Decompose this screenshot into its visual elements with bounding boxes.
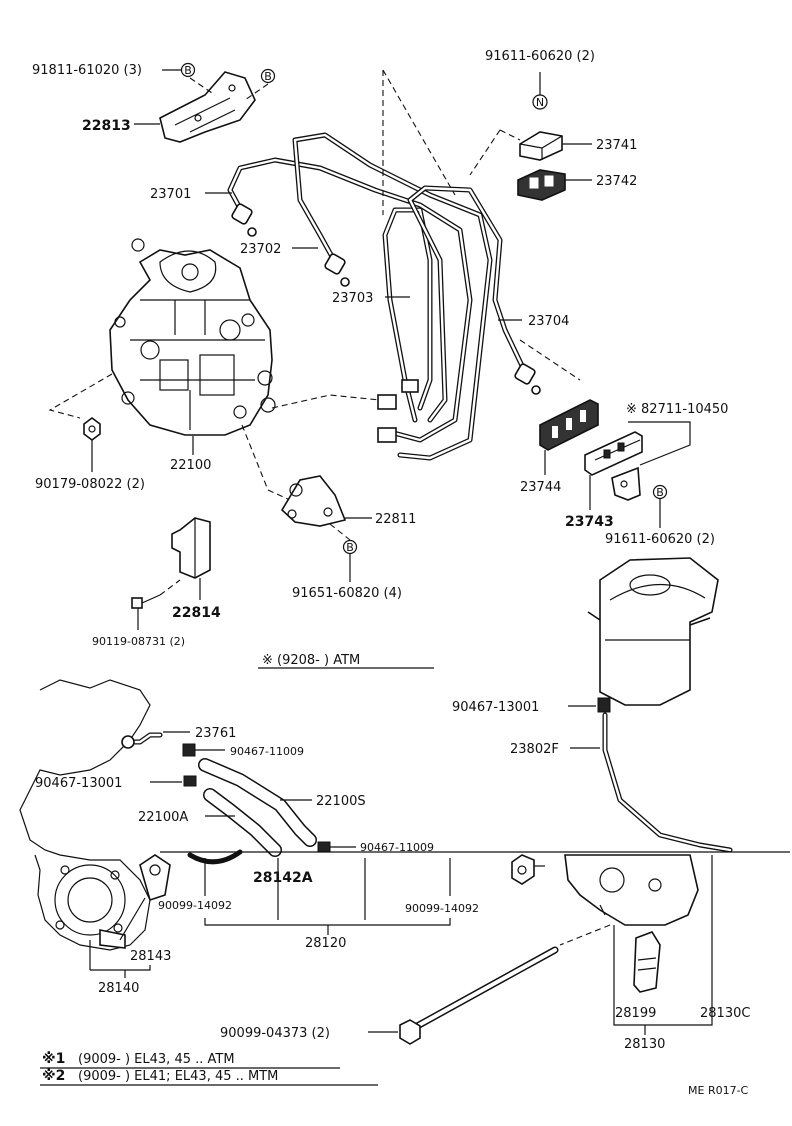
label-23703: 23703: [332, 291, 373, 306]
label-22100: 22100: [170, 458, 211, 473]
label-28130C: 28130C: [700, 1006, 750, 1021]
bolt-90119: [131, 594, 161, 609]
svg-text:B: B: [184, 64, 192, 77]
svg-text:B: B: [656, 486, 664, 499]
clip-90467-13001-r: [597, 697, 611, 713]
svg-text:N: N: [536, 96, 544, 109]
label-90099-14092-right: 90099-14092: [405, 902, 479, 915]
long-bolt-90099-04373: [399, 946, 559, 1045]
svg-text:B: B: [264, 70, 272, 83]
marker-b-1: B: [180, 62, 196, 78]
label-90099-14092-left: 90099-14092: [158, 899, 232, 912]
label-28143: 28143: [130, 949, 171, 964]
label-28140: 28140: [98, 981, 139, 996]
drawing-code: ME R017-C: [688, 1084, 749, 1097]
label-28142A: 28142A: [253, 870, 313, 886]
label-91611-60620-top: 91611-60620 (2): [485, 49, 595, 64]
marker-b-3: B: [652, 484, 668, 500]
marker-n: N: [532, 94, 548, 110]
note-1-text: (9009- ) EL43, 45 .. ATM: [78, 1052, 235, 1067]
label-23802F: 23802F: [510, 742, 559, 757]
label-23741: 23741: [596, 138, 637, 153]
clip-90467-11009-b: [317, 841, 331, 853]
label-91651-60820: 91651-60820 (4): [292, 586, 402, 601]
label-28199: 28199: [615, 1006, 656, 1021]
label-22811: 22811: [375, 512, 416, 527]
bolt-28199: [633, 931, 661, 993]
fuel-filter: [587, 557, 719, 706]
label-90467-11009-a: 90467-11009: [230, 745, 304, 758]
injection-pump-22100: [109, 238, 276, 436]
label-23743: 23743: [565, 514, 614, 530]
label-28130: 28130: [624, 1037, 665, 1052]
clamp-28143: [139, 854, 171, 902]
label-91811-61020: 91811-61020 (3): [32, 63, 142, 78]
note-2-mark: ※2: [42, 1068, 65, 1084]
label-23742: 23742: [596, 174, 637, 189]
elbow-23761: [121, 732, 163, 749]
bolt-top: [511, 854, 545, 885]
label-82711-10450: ※ 82711-10450: [626, 402, 728, 417]
clip-90467-13001-l: [183, 775, 197, 787]
label-90467-13001-left: 90467-13001: [35, 776, 122, 791]
label-23761: 23761: [195, 726, 236, 741]
stay-22814: [171, 517, 211, 579]
label-90467-13001-right: 90467-13001: [452, 700, 539, 715]
label-90179-08022: 90179-08022 (2): [35, 477, 145, 492]
note-1-mark: ※1: [42, 1051, 65, 1067]
label-23701: 23701: [150, 187, 191, 202]
clamp-23744: [539, 399, 599, 451]
starter-28130: [564, 854, 699, 926]
marker-b-2: B: [260, 68, 276, 84]
label-23704: 23704: [528, 314, 569, 329]
label-22100A: 22100A: [138, 810, 188, 825]
label-90119-08731: 90119-08731 (2): [92, 635, 185, 648]
marker-b-4: B: [342, 539, 358, 555]
label-90467-11009-b: 90467-11009: [360, 841, 434, 854]
atm-note: ※ (9208- ) ATM: [262, 653, 360, 668]
engine-outline: [19, 679, 151, 951]
injection-pipes: [227, 132, 541, 461]
label-22100S: 22100S: [316, 794, 366, 809]
bracket-82711: [611, 466, 641, 501]
bracket-22811: [280, 475, 347, 527]
hose-22100A: [203, 788, 282, 857]
nut-90179: [83, 417, 101, 441]
clamp-23741: [519, 131, 563, 161]
label-90099-04373: 90099-04373 (2): [220, 1026, 330, 1041]
clip-90467-11009-a: [182, 743, 196, 757]
bracket-22813: [159, 71, 256, 143]
svg-text:B: B: [346, 541, 354, 554]
clamp-23743: [584, 431, 643, 476]
note-2-text: (9009- ) EL41; EL43, 45 .. MTM: [78, 1069, 278, 1084]
label-28120: 28120: [305, 936, 346, 951]
label-22814: 22814: [172, 605, 221, 621]
label-91611-60620-mid: 91611-60620 (2): [605, 532, 715, 547]
label-23702: 23702: [240, 242, 281, 257]
clamp-23742: [517, 169, 566, 201]
hose-22100S: [198, 758, 317, 847]
label-23744: 23744: [520, 480, 561, 495]
label-22813: 22813: [82, 118, 131, 134]
